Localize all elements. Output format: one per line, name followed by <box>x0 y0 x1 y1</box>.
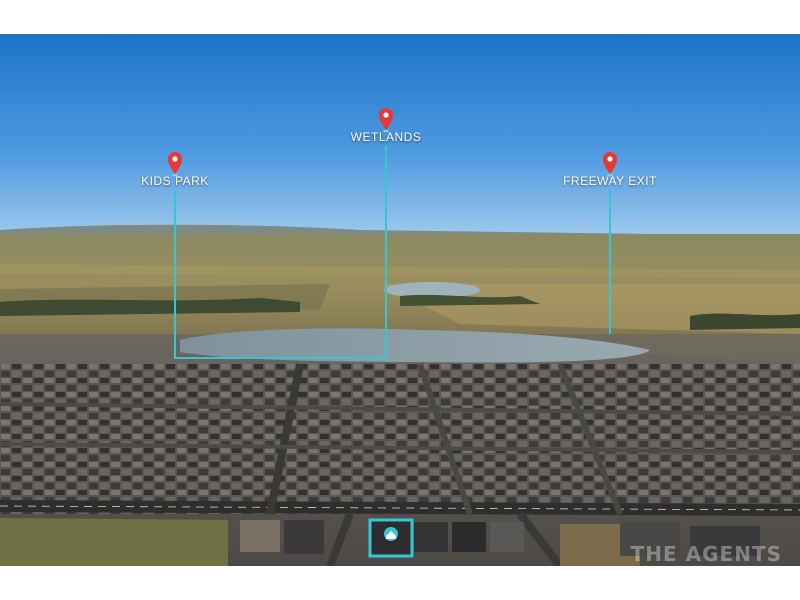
map-pin-icon <box>379 108 393 133</box>
map-pin-icon <box>168 152 182 177</box>
main-road <box>0 500 800 516</box>
map-pin-icon <box>603 152 617 177</box>
kids-park-label: KIDS PARK <box>141 174 209 188</box>
agency-watermark: THE AGENTS <box>630 542 782 566</box>
pointer-lines <box>174 146 611 359</box>
wetlands-label: WETLANDS <box>350 130 422 144</box>
freeway-exit-label: FREEWAY EXIT <box>563 174 657 188</box>
distant-pond <box>384 282 480 298</box>
vacant-lot <box>0 518 228 566</box>
kids-park-pointer-line <box>174 190 386 359</box>
aerial-photo: KIDS PARK WETLANDS FREEWAY EXIT THE AGEN… <box>0 34 800 566</box>
sky <box>0 34 800 234</box>
house-icon <box>384 527 398 541</box>
listing-house-highlight <box>368 518 414 558</box>
